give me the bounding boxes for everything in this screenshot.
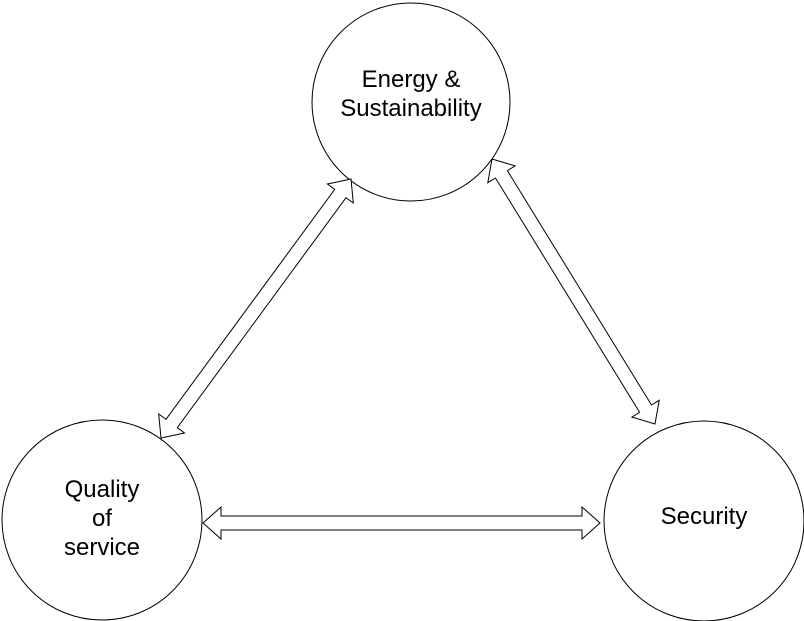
connector-qos-energy[interactable]	[158, 178, 354, 439]
node-circle-energy-sustainability[interactable]	[311, 2, 511, 202]
node-circle-security[interactable]	[603, 420, 804, 621]
node-circle-quality-of-service[interactable]	[1, 419, 203, 621]
connector-qos-security[interactable]	[202, 505, 601, 541]
connector-energy-security[interactable]	[487, 158, 660, 425]
